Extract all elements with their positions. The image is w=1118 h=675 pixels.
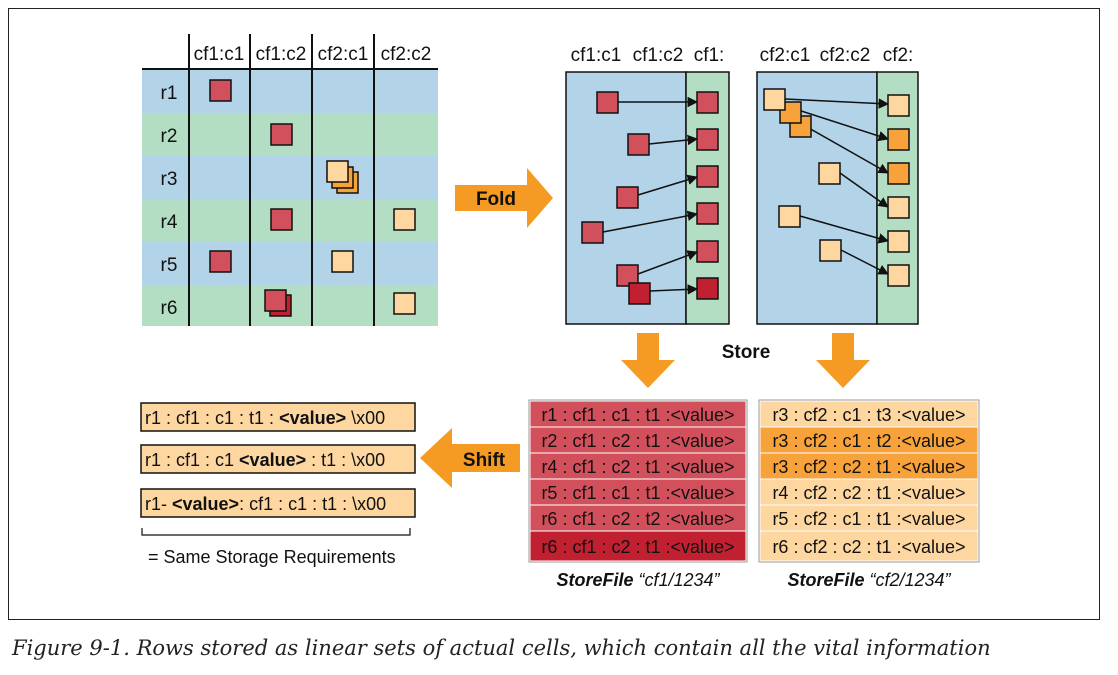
storefile-cf1-row: r5 : cf1 : c1 : t1 :<value> xyxy=(541,483,734,503)
store-cf1-src-cell xyxy=(596,91,619,114)
storefile-cf1-row: r2 : cf1 : c2 : t1 :<value> xyxy=(541,431,734,451)
storefile-cf1: r1 : cf1 : c1 : t1 :<value> r2 : cf1 : c… xyxy=(528,399,748,590)
cell-r5-cf2c1 xyxy=(331,250,354,273)
table-col-header: cf1:c2 xyxy=(256,44,307,65)
store-cf1: cf1:c1 cf1:c2 cf1: xyxy=(565,45,730,325)
store-cf1-out-cell xyxy=(696,277,719,300)
cell-r3-cf2c1-v1 xyxy=(326,160,349,183)
store-arrows: Store xyxy=(621,333,870,388)
table-row-key: r6 xyxy=(161,298,178,319)
store-cf2-src-cell xyxy=(818,162,841,185)
same-storage-label: = Same Storage Requirements xyxy=(148,547,396,567)
key-layout-1: r1 : cf1 : c1 : t1 : <value> \x00 xyxy=(145,408,385,428)
storefile-cf2-row: r5 : cf2 : c1 : t1 :<value> xyxy=(772,509,965,529)
store-cf2-out-cell xyxy=(887,230,910,253)
storefile-cf2-row: r3 : cf2 : c1 : t3 :<value> xyxy=(772,405,965,425)
store-cf2-header: cf2:c1 xyxy=(760,45,811,66)
store-cf1-header: cf1:c2 xyxy=(633,45,684,66)
key-layout-3: r1- <value>: cf1 : c1 : t1 : \x00 xyxy=(145,494,386,514)
figure-frame xyxy=(8,8,1100,620)
store-cf1-out-cell xyxy=(696,128,719,151)
storefile-cf1-row: r4 : cf1 : c2 : t1 :<value> xyxy=(541,457,734,477)
store-cf1-src-cell xyxy=(616,264,639,287)
cell-r4-cf1c2 xyxy=(270,208,293,231)
store-cf2-header: cf2: xyxy=(883,45,914,66)
store-cf1-src-cell xyxy=(628,282,651,305)
storefile-cf2-row: r3 : cf2 : c2 : t1 :<value> xyxy=(772,457,965,477)
shift-label: Shift xyxy=(463,450,506,471)
table-row-key: r2 xyxy=(161,126,178,147)
store-cf1-out-cell xyxy=(696,91,719,114)
logical-table: cf1:c1 cf1:c2 cf2:c1 cf2:c2 r1 r2 r3 r4 … xyxy=(142,34,438,326)
store-label: Store xyxy=(722,342,771,363)
cell-r6-cf1c2-v1 xyxy=(264,289,287,312)
storefile-cf2-row: r3 : cf2 : c1 : t2 :<value> xyxy=(772,431,965,451)
store-cf1-out-cell xyxy=(696,240,719,263)
cell-r4-cf2c2 xyxy=(393,208,416,231)
store-cf2-src-cell xyxy=(763,88,786,111)
store-cf1-src-cell xyxy=(581,221,604,244)
figure-caption: Figure 9-1. Rows stored as linear sets o… xyxy=(12,636,991,660)
storefile-cf2: r3 : cf2 : c1 : t3 :<value> r3 : cf2 : c… xyxy=(758,399,980,590)
cell-r1-cf1c1 xyxy=(209,79,232,102)
fold-arrow: Fold xyxy=(455,168,553,228)
store-cf2-out-cell xyxy=(887,162,910,185)
store-cf2-src-cell xyxy=(778,205,801,228)
store-cf2-out-cell xyxy=(887,264,910,287)
table-col-header: cf2:c2 xyxy=(381,44,432,65)
table-col-header: cf2:c1 xyxy=(318,44,369,65)
store-cf2: cf2:c1 cf2:c2 cf2: xyxy=(756,45,919,325)
storefile-cf1-row: r6 : cf1 : c2 : t1 :<value> xyxy=(541,537,734,557)
storefile-cf1-row: r1 : cf1 : c1 : t1 :<value> xyxy=(541,405,734,425)
storefile-cf2-caption: StoreFile “cf2/1234” xyxy=(787,570,951,590)
hbase-storage-diagram: cf1:c1 cf1:c2 cf2:c1 cf2:c2 r1 r2 r3 r4 … xyxy=(140,34,980,590)
storefile-cf1-row: r6 : cf1 : c2 : t2 :<value> xyxy=(541,509,734,529)
key-layout-2: r1 : cf1 : c1 <value> : t1 : \x00 xyxy=(145,450,385,470)
store-cf1-header: cf1: xyxy=(694,45,725,66)
store-cf1-out-cell xyxy=(696,202,719,225)
fold-label: Fold xyxy=(476,189,516,210)
store-cf1-src-cell xyxy=(616,186,639,209)
table-row-key: r4 xyxy=(161,212,178,233)
store-cf1-src-cell xyxy=(627,133,650,156)
table-row-key: r1 xyxy=(161,83,178,104)
cell-r5-cf1c1 xyxy=(209,250,232,273)
storefile-cf1-caption: StoreFile “cf1/1234” xyxy=(556,570,720,590)
store-cf2-header: cf2:c2 xyxy=(820,45,871,66)
store-cf2-out-cell xyxy=(887,196,910,219)
storefile-cf2-row: r4 : cf2 : c2 : t1 :<value> xyxy=(772,483,965,503)
key-layouts: r1 : cf1 : c1 : t1 : <value> \x00 r1 : c… xyxy=(140,402,416,567)
table-row-key: r3 xyxy=(161,169,178,190)
store-cf2-src-cell xyxy=(819,239,842,262)
store-cf1-out-cell xyxy=(696,165,719,188)
storefile-cf2-row: r6 : cf2 : c2 : t1 :<value> xyxy=(772,537,965,557)
cell-r6-cf2c2 xyxy=(393,292,416,315)
cell-r2-cf1c2 xyxy=(270,123,293,146)
store-cf1-header: cf1:c1 xyxy=(571,45,622,66)
store-cf2-out-cell xyxy=(887,128,910,151)
table-row-key: r5 xyxy=(161,255,178,276)
table-col-header: cf1:c1 xyxy=(194,44,245,65)
store-cf2-out-cell xyxy=(887,94,910,117)
shift-arrow: Shift xyxy=(420,428,520,488)
same-storage-bracket xyxy=(141,528,411,536)
